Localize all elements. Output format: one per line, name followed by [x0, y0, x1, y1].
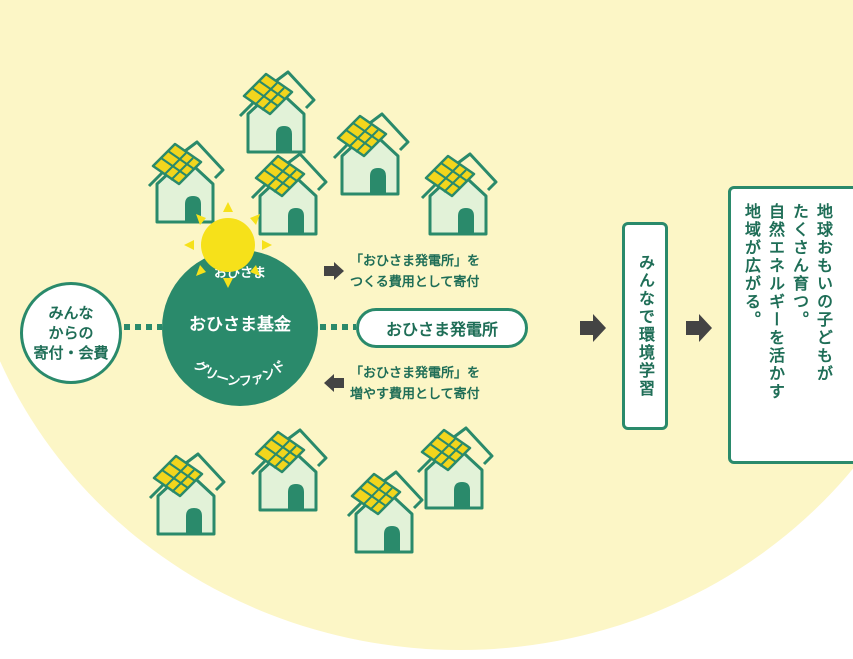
environmental-learning-label: みんなで環境学習: [636, 254, 655, 398]
svg-text:グリーンファンド: グリーンファンド: [191, 357, 289, 390]
fund-curved-label: グリーンファンド: [191, 357, 289, 390]
fund-main-label: おひさま基金: [189, 315, 291, 335]
result-text: 地球おもいの子どもが たくさん育つ。 自然エネルギーを活かす 地域が広がる。: [739, 203, 835, 453]
fund-circle: [162, 250, 318, 406]
donor-line-1: みんな: [48, 303, 94, 322]
upper-note: 「おひさま発電所」を つくる費用として寄付: [350, 252, 480, 294]
donor-line-2: からの: [48, 323, 94, 342]
arrow-left-icon: [324, 374, 344, 392]
result-line-1: 地球おもいの子どもが: [814, 203, 833, 383]
solar-house-icon: [330, 112, 410, 200]
upper-note-line-1: 「おひさま発電所」を: [350, 254, 481, 269]
result-line-4: 地域が広がる。: [742, 203, 761, 329]
solar-house-icon: [146, 452, 226, 540]
dotted-connector-right: [320, 324, 356, 330]
solar-house-icon: [248, 428, 328, 516]
result-line-2: たくさん育つ。: [790, 203, 809, 329]
solar-house-icon: [145, 140, 225, 228]
arrow-right-icon: [324, 262, 344, 280]
environmental-learning-box: みんなで環境学習: [622, 222, 668, 430]
dotted-connector-left: [124, 324, 162, 330]
donor-circle: みんな からの 寄付・会費: [20, 282, 122, 384]
result-line-3: 自然エネルギーを活かす: [766, 203, 785, 401]
solar-house-icon: [414, 426, 494, 514]
donor-line-3: 寄付・会費: [33, 344, 109, 363]
solar-house-icon: [344, 470, 424, 558]
solar-house-icon: [248, 152, 328, 240]
solar-house-icon: [418, 152, 498, 240]
arrow-right-icon: [580, 314, 606, 342]
result-box: 地球おもいの子どもが たくさん育つ。 自然エネルギーを活かす 地域が広がる。: [728, 186, 853, 464]
lower-note-line-1: 「おひさま発電所」を: [350, 366, 481, 381]
solar-house-icon: [236, 70, 316, 158]
arrow-right-icon: [686, 314, 712, 342]
upper-note-line-2: つくる費用として寄付: [350, 274, 480, 290]
power-plant-pill: おひさま発電所: [356, 308, 528, 348]
lower-note: 「おひさま発電所」を 増やす費用として寄付: [350, 364, 480, 406]
sun-icon: [184, 202, 272, 288]
lower-note-line-2: 増やす費用として寄付: [350, 386, 480, 402]
fund-bottom-label: グリーンファンド: [191, 357, 289, 390]
